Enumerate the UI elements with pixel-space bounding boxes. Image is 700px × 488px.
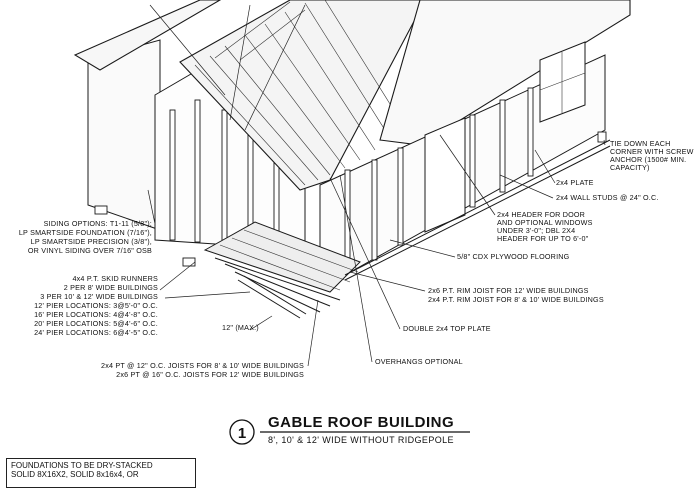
callout-siding: SIDING OPTIONS: T1-11 (5/8"); LP SMARTSI… <box>19 219 152 255</box>
rim-joist <box>344 139 611 276</box>
title-block: 1 GABLE ROOF BUILDING 8', 10' & 12' WIDE… <box>229 414 470 445</box>
skid-line-4: 12' PIER LOCATIONS: 3@5'-0" O.C. <box>34 301 158 310</box>
header-line-1: 2x4 HEADER FOR DOOR <box>497 210 585 219</box>
skid-line-5: 16' PIER LOCATIONS: 4@4'-8" O.C. <box>34 310 158 319</box>
tie-down-line-3: ANCHOR (1500# MIN. <box>610 155 686 164</box>
tie-down-line-1: TIE DOWN EACH <box>610 139 671 148</box>
siding-line-2: LP SMARTSIDE FOUNDATION (7/16"), <box>19 228 152 237</box>
detail-number-circle <box>229 419 255 445</box>
siding-line-1: SIDING OPTIONS: T1-11 (5/8"); <box>44 219 152 228</box>
skid-line-7: 24' PIER LOCATIONS: 6@4'-5" O.C. <box>34 328 158 337</box>
siding-line-4: OR VINYL SIDING OVER 7/16" OSB <box>28 246 152 255</box>
callout-header: 2x4 HEADER FOR DOOR AND OPTIONAL WINDOWS… <box>497 210 593 243</box>
plate-label: 2x4 PLATE <box>556 178 594 187</box>
door-opening <box>424 117 466 233</box>
foundation-note-box: FOUNDATIONS TO BE DRY-STACKED SOLID 8X16… <box>6 458 196 488</box>
rim-joist-line-1: 2x6 P.T. RIM JOIST FOR 12' WIDE BUILDING… <box>428 286 589 295</box>
header-line-2: AND OPTIONAL WINDOWS <box>497 218 593 227</box>
callout-skid-runners: 4x4 P.T. SKID RUNNERS 2 PER 8' WIDE BUIL… <box>34 274 158 337</box>
header-line-4: HEADER FOR UP TO 6'-0" <box>497 234 589 243</box>
roof-rafters <box>194 0 401 186</box>
skid-line-3: 3 PER 10' & 12' WIDE BUILDINGS <box>40 292 158 301</box>
right-roof-plane <box>379 0 631 146</box>
skid-line-6: 20' PIER LOCATIONS: 5@4'-6" O.C. <box>34 319 158 328</box>
callout-joists: 2x4 PT @ 12" O.C. JOISTS FOR 8' & 10' WI… <box>101 361 304 379</box>
callout-rim-joist: 2x6 P.T. RIM JOIST FOR 12' WIDE BUILDING… <box>428 286 604 304</box>
joists-line-1: 2x4 PT @ 12" O.C. JOISTS FOR 8' & 10' WI… <box>101 361 304 370</box>
rim-joist-line-2: 2x4 P.T. RIM JOIST FOR 8' & 10' WIDE BUI… <box>428 295 604 304</box>
foundation-note-line-2: SOLID 8X16X2, SOLID 8x16x4, OR <box>11 470 139 479</box>
header-line-3: UNDER 3'-0"; DBL 2X4 <box>497 226 575 235</box>
foundation-note-line-1: FOUNDATIONS TO BE DRY-STACKED <box>11 461 153 470</box>
title-subtitle: 8', 10' & 12' WIDE WITHOUT RIDGEPOLE <box>268 435 454 445</box>
skid-runners <box>94 205 307 319</box>
plywood-label: 5/8" CDX PLYWOOD FLOORING <box>457 252 570 261</box>
left-roof-plane <box>73 0 222 71</box>
title-main: GABLE ROOF BUILDING <box>268 414 454 431</box>
skid-line-2: 2 PER 8' WIDE BUILDINGS <box>64 283 158 292</box>
overhangs-label: OVERHANGS OPTIONAL <box>375 357 463 366</box>
siding-line-3: LP SMARTSIDE PRECISION (3/8"), <box>31 237 152 246</box>
detail-number: 1 <box>238 425 246 442</box>
tie-down-line-2: CORNER WITH SCREW <box>610 147 694 156</box>
wall-studs-label: 2x4 WALL STUDS @ 24" O.C. <box>556 193 659 202</box>
tie-down-line-4: CAPACITY) <box>610 163 650 172</box>
skid-line-1: 4x4 P.T. SKID RUNNERS <box>72 274 158 283</box>
dimension-12-max: 12" (MAX.) <box>222 323 259 332</box>
window-opening <box>539 41 586 123</box>
top-plate-label: DOUBLE 2x4 TOP PLATE <box>403 324 491 333</box>
callout-tie-down: TIE DOWN EACH CORNER WITH SCREW ANCHOR (… <box>610 139 694 172</box>
tie-down-anchor <box>597 131 607 143</box>
leader-lines <box>147 4 606 367</box>
building-framing <box>73 0 631 319</box>
joists-line-2: 2x6 PT @ 16" O.C. JOISTS FOR 12' WIDE BU… <box>116 370 304 379</box>
